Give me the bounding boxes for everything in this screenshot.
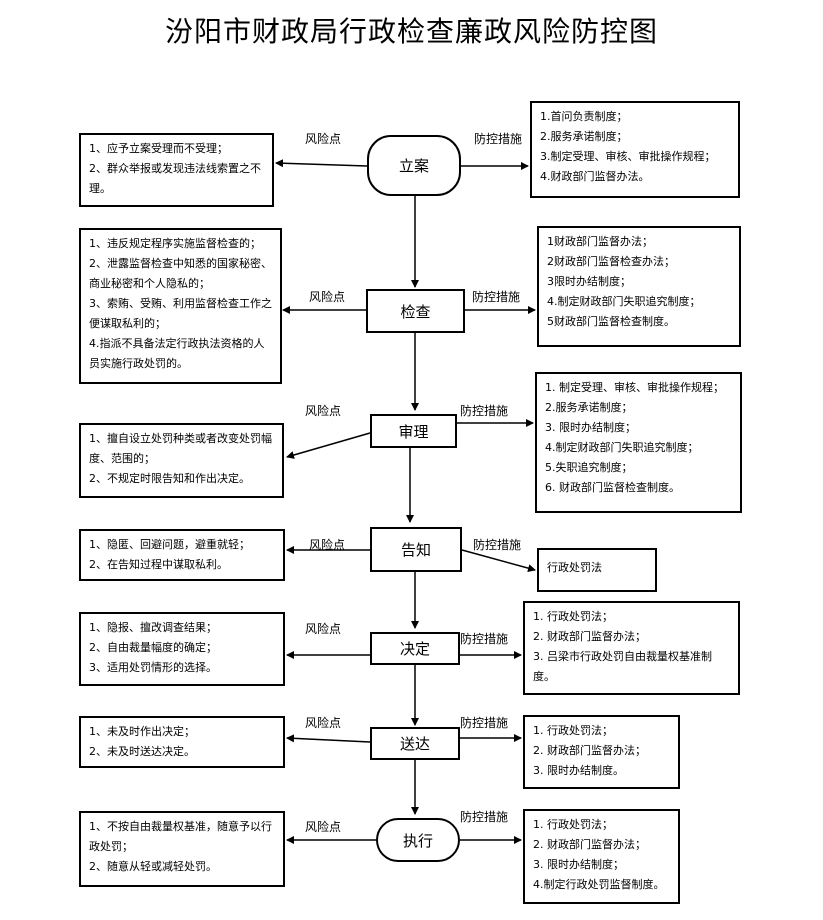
risk-label: 风险点 — [305, 716, 342, 730]
control-label: 防控措施 — [460, 716, 509, 730]
step-node-deliver: 送达 — [370, 727, 460, 760]
diagram-title: 汾阳市财政局行政检查廉政风险防控图 — [164, 15, 658, 48]
risk-box-decide: 1、隐报、擅改调查结果； 2、自由裁量幅度的确定； 3、适用处罚情形的选择。 — [79, 612, 285, 686]
control-label: 防控措施 — [472, 290, 521, 304]
control-box-register: 1.首问负责制度； 2.服务承诺制度； 3.制定受理、审核、审批操作规程； 4.… — [530, 101, 740, 198]
control-label: 防控措施 — [474, 132, 523, 146]
control-box-decide: 1. 行政处罚法； 2. 财政部门监督办法； 3. 吕梁市行政处罚自由裁量权基准… — [523, 601, 740, 695]
step-node-inspect: 检查 — [366, 289, 465, 333]
step-node-decide: 决定 — [370, 632, 460, 665]
control-box-deliver: 1. 行政处罚法； 2. 财政部门监督办法； 3. 限时办结制度。 — [523, 715, 680, 789]
control-box-inspect: 1财政部门监督办法； 2财政部门监督检查办法； 3限时办结制度； 4.制定财政部… — [537, 226, 741, 347]
risk-label: 风险点 — [305, 820, 342, 834]
risk-label: 风险点 — [305, 132, 342, 146]
control-box-execute: 1. 行政处罚法； 2. 财政部门监督办法； 3. 限时办结制度； 4.制定行政… — [523, 809, 680, 904]
step-node-notify: 告知 — [370, 527, 462, 572]
risk-label: 风险点 — [305, 622, 342, 636]
control-label: 防控措施 — [460, 632, 509, 646]
risk-box-register: 1、应予立案受理而不受理； 2、群众举报或发现违法线索置之不理。 — [79, 133, 274, 207]
risk-label: 风险点 — [309, 290, 346, 304]
risk-box-deliver: 1、未及时作出决定； 2、未及时送达决定。 — [79, 716, 285, 768]
risk-box-execute: 1、不按自由裁量权基准，随意予以行政处罚； 2、随意从轻或减轻处罚。 — [79, 811, 285, 887]
control-label: 防控措施 — [460, 404, 509, 418]
control-label: 防控措施 — [460, 810, 509, 824]
control-box-review: 1. 制定受理、审核、审批操作规程； 2.服务承诺制度； 3. 限时办结制度； … — [535, 372, 742, 513]
risk-box-review: 1、擅自设立处罚种类或者改变处罚幅度、范围的； 2、不规定时限告知和作出决定。 — [79, 423, 284, 498]
risk-label: 风险点 — [309, 538, 346, 552]
control-box-notify: 行政处罚法 — [537, 548, 657, 592]
control-label: 防控措施 — [473, 538, 522, 552]
step-node-execute: 执行 — [376, 818, 460, 862]
risk-box-inspect: 1、违反规定程序实施监督检查的； 2、泄露监督检查中知悉的国家秘密、商业秘密和个… — [79, 228, 282, 384]
step-node-register: 立案 — [367, 135, 461, 196]
risk-box-notify: 1、隐匿、回避问题，避重就轻； 2、在告知过程中谋取私利。 — [79, 529, 285, 581]
risk-label: 风险点 — [305, 404, 342, 418]
step-node-review: 审理 — [370, 414, 457, 448]
